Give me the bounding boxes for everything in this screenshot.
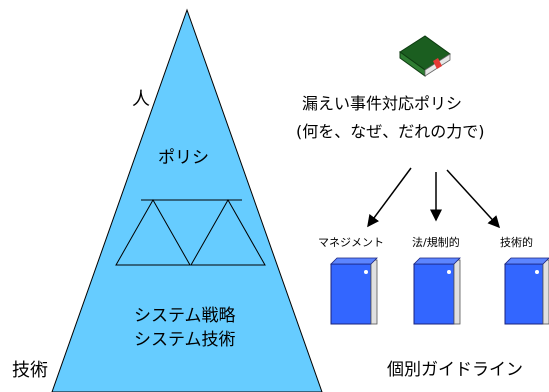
arrow-to-technical <box>446 169 501 229</box>
book-icon <box>399 35 451 77</box>
arrow-to-management <box>367 167 412 228</box>
inner-triangle-left <box>115 198 191 266</box>
person-label: 人 <box>132 89 150 110</box>
guidelines-label: 個別ガイドライン <box>387 360 523 380</box>
inner-triangle-right <box>190 198 266 266</box>
binder-icon-legal <box>413 257 461 325</box>
leak-policy-subtitle: (何を、なぜ、だれの力で) <box>296 122 485 141</box>
pyramid <box>51 8 323 392</box>
binder-icon-technical <box>504 257 549 325</box>
system-strategy-label: システム戦略 <box>134 306 236 326</box>
binder-label-legal: 法/規制的 <box>412 236 460 249</box>
leak-policy-title: 漏えい事件対応ポリシ <box>302 94 463 113</box>
binder-label-technical: 技術的 <box>500 236 533 249</box>
system-technology-label: システム技術 <box>134 330 236 350</box>
policy-label: ポリシ <box>158 148 209 168</box>
technology-label: 技術 <box>12 360 48 381</box>
binder-label-management: マネジメント <box>318 236 384 249</box>
binder-icon-management <box>330 257 378 325</box>
